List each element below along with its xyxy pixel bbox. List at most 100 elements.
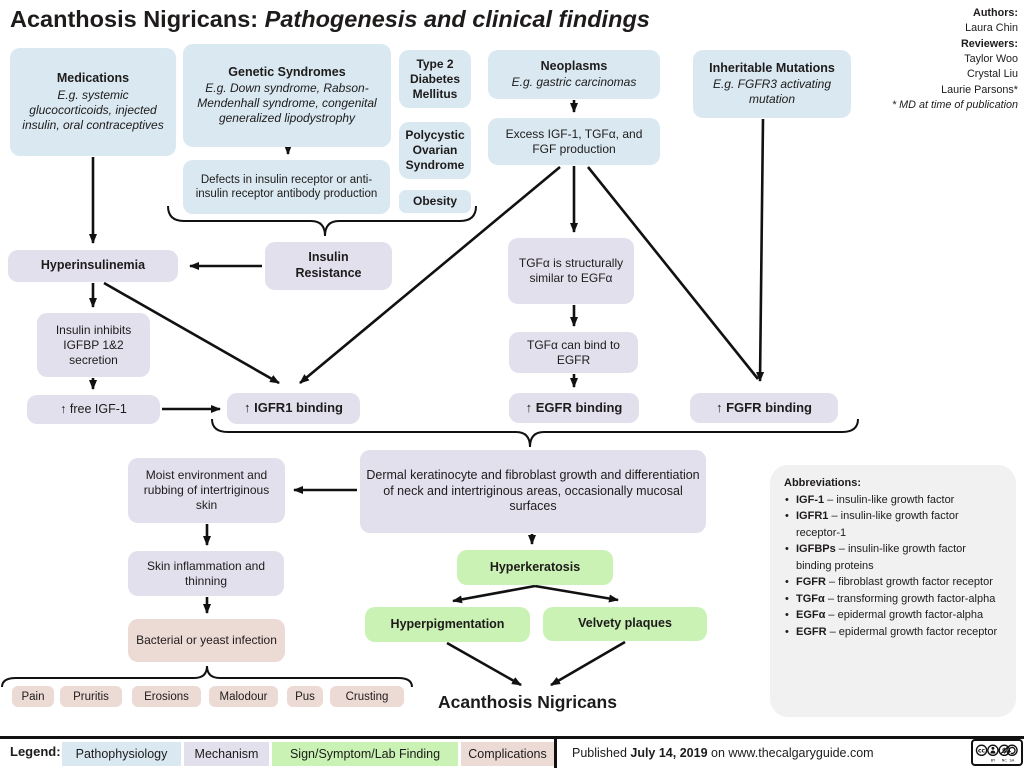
node-excess-growth-factors-label: Excess IGF-1, TGFα, and FGF production — [505, 126, 643, 156]
node-inheritable-mutations-example: E.g. FGFR3 activating mutation — [712, 77, 832, 107]
node-genetic-syndromes-example: E.g. Down syndrome, Rabson-Mendenhall sy… — [197, 81, 377, 126]
abbreviation-term: FGFR — [796, 576, 826, 588]
node-neoplasms-title: Neoplasms — [540, 58, 608, 73]
node-skin-inflammation-label: Skin inflammation and thinning — [146, 558, 266, 588]
node-igfr1-binding: ↑ IGFR1 binding — [227, 393, 360, 424]
reviewer-name: Laurie Parsons* — [941, 83, 1018, 96]
node-insulin-resistance: Insulin Resistance — [265, 242, 392, 290]
node-dermal-growth-label: Dermal keratinocyte and fibroblast growt… — [366, 468, 700, 514]
cc-by-nc-sa-icon: cc $ BY NC SA — [975, 744, 1018, 762]
footer-divider-line — [0, 736, 1024, 739]
node-medications: Medications E.g. systemic glucocorticoid… — [10, 48, 176, 156]
node-egfr-binding-label: ↑ EGFR binding — [525, 399, 623, 415]
abbreviation-definition: – epidermal growth factor-alpha — [825, 609, 984, 621]
node-inheritable-mutations-title: Inheritable Mutations — [709, 60, 835, 75]
abbreviation-term: EGFR — [796, 625, 827, 638]
abbreviation-definition: – insulin-like growth factor receptor-1 — [796, 510, 959, 539]
node-igfbp-inhibition: Insulin inhibits IGFBP 1&2 secretion — [37, 313, 150, 377]
reviewer-name: Crystal Liu — [966, 68, 1018, 81]
node-obesity-label: Obesity — [412, 194, 457, 208]
page-title-main: Acanthosis Nigricans: — [10, 6, 259, 32]
node-dermal-growth: Dermal keratinocyte and fibroblast growt… — [360, 450, 706, 533]
abbreviation-term: TGFα — [796, 592, 825, 605]
node-fgfr-binding-label: ↑ FGFR binding — [715, 399, 813, 415]
published-url: on www.thecalgaryguide.com — [707, 746, 874, 760]
abbreviations-heading: Abbreviations: — [784, 477, 862, 489]
node-pcos: Polycystic Ovarian Syndrome — [399, 122, 471, 179]
publication-info: Published July 14, 2019 on www.thecalgar… — [572, 746, 874, 760]
credentials-note: * MD at time of publication — [891, 98, 1018, 111]
node-tgfa-binds-egfr-label: TGFα can bind to EGFR — [527, 337, 620, 367]
reviewers-label: Reviewers: — [960, 37, 1018, 50]
node-complication-pus: Pus — [287, 686, 323, 707]
node-egfr-binding: ↑ EGFR binding — [509, 393, 639, 423]
abbreviation-item: IGFBPs – insulin-like growth factor bind… — [784, 541, 1004, 574]
node-genetic-syndromes: Genetic Syndromes E.g. Down syndrome, Ra… — [183, 44, 391, 147]
abbreviations-list: IGF-1 – insulin-like growth factor IGFR1… — [784, 492, 1004, 641]
svg-text:SA: SA — [1010, 758, 1015, 762]
node-complication-malodour: Malodour — [209, 686, 278, 707]
node-insulin-receptor-defects-label: Defects in insulin receptor or anti-insu… — [195, 173, 378, 200]
abbreviation-item: TGFα – transforming growth factor-alpha — [784, 591, 1004, 608]
node-hyperinsulinemia-label: Hyperinsulinemia — [40, 258, 146, 273]
node-igfr1-binding-label: ↑ IGFR1 binding — [244, 400, 343, 416]
svg-text:cc: cc — [978, 748, 985, 754]
abbreviation-item: IGFR1 – insulin-like growth factor recep… — [784, 508, 1004, 541]
node-type2-diabetes: Type 2 Diabetes Mellitus — [399, 50, 471, 108]
svg-text:NC: NC — [1002, 758, 1008, 762]
node-fgfr-binding: ↑ FGFR binding — [690, 393, 838, 423]
abbreviation-term: IGFBPs — [796, 543, 836, 555]
abbreviation-item: EGFα – epidermal growth factor-alpha — [784, 607, 1004, 624]
node-complication-pruritis: Pruritis — [60, 686, 122, 707]
cc-license-badge: cc $ BY NC SA — [971, 739, 1023, 766]
node-hyperkeratosis-label: Hyperkeratosis — [489, 559, 581, 574]
abbreviation-term: IGF-1 — [796, 493, 825, 506]
abbreviation-item: FGFR – fibroblast growth factor receptor — [784, 574, 1004, 591]
node-neoplasms: Neoplasms E.g. gastric carcinomas — [488, 50, 660, 99]
node-obesity: Obesity — [399, 190, 471, 213]
abbreviation-term: IGFR1 — [796, 510, 829, 522]
node-complication-pain: Pain — [12, 686, 54, 707]
credits-block: Authors: Laura Chin Reviewers: Taylor Wo… — [788, 6, 1018, 113]
node-inheritable-mutations: Inheritable Mutations E.g. FGFR3 activat… — [693, 50, 851, 118]
node-excess-growth-factors: Excess IGF-1, TGFα, and FGF production — [488, 118, 660, 165]
legend-mechanism: Mechanism — [184, 742, 269, 766]
abbreviation-item: EGFR – epidermal growth factor receptor — [784, 624, 1004, 641]
node-hyperpigmentation: Hyperpigmentation — [365, 607, 530, 642]
node-genetic-syndromes-title: Genetic Syndromes — [228, 64, 346, 79]
legend-sign-symptom: Sign/Symptom/Lab Finding — [272, 742, 458, 766]
node-tgfa-binds-egfr: TGFα can bind to EGFR — [509, 332, 638, 373]
node-insulin-receptor-defects: Defects in insulin receptor or anti-insu… — [183, 160, 390, 214]
node-pcos-label: Polycystic Ovarian Syndrome — [405, 128, 465, 172]
node-acanthosis-nigricans: Acanthosis Nigricans — [438, 692, 617, 712]
node-hyperinsulinemia: Hyperinsulinemia — [8, 250, 178, 282]
published-date: July 14, 2019 — [630, 746, 708, 760]
node-insulin-resistance-label: Insulin Resistance — [295, 250, 362, 280]
node-igfbp-inhibition-label: Insulin inhibits IGFBP 1&2 secretion — [55, 322, 132, 367]
abbreviation-definition: – transforming growth factor-alpha — [824, 592, 996, 605]
node-complication-crusting: Crusting — [330, 686, 404, 707]
node-medications-example: E.g. systemic glucocorticoids, injected … — [22, 87, 164, 132]
authors-label: Authors: — [973, 7, 1018, 19]
node-moist-environment: Moist environment and rubbing of intertr… — [128, 458, 285, 523]
node-moist-environment-label: Moist environment and rubbing of intertr… — [143, 468, 270, 512]
node-free-igf1: ↑ free IGF-1 — [27, 395, 160, 424]
page-title-subtitle: Pathogenesis and clinical findings — [264, 6, 650, 32]
node-medications-title: Medications — [56, 71, 130, 86]
node-bacterial-infection-label: Bacterial or yeast infection — [136, 633, 277, 647]
reviewer-name: Taylor Woo — [964, 52, 1018, 65]
legend-complications: Complications — [461, 742, 554, 766]
published-prefix: Published — [572, 746, 631, 760]
abbreviation-definition: – fibroblast growth factor receptor — [825, 576, 993, 588]
node-free-igf1-label: ↑ free IGF-1 — [60, 401, 127, 416]
abbreviation-definition: – epidermal growth factor receptor — [826, 625, 998, 638]
abbreviation-definition: – insulin-like growth factor binding pro… — [796, 543, 966, 572]
node-neoplasms-example: E.g. gastric carcinomas — [511, 75, 637, 90]
abbreviation-definition: – insulin-like growth factor — [824, 493, 955, 506]
abbreviation-term: EGFα — [796, 609, 826, 621]
node-skin-inflammation: Skin inflammation and thinning — [128, 551, 284, 596]
abbreviations-panel: Abbreviations: IGF-1 – insulin-like grow… — [770, 465, 1016, 717]
node-complication-erosions: Erosions — [132, 686, 201, 707]
